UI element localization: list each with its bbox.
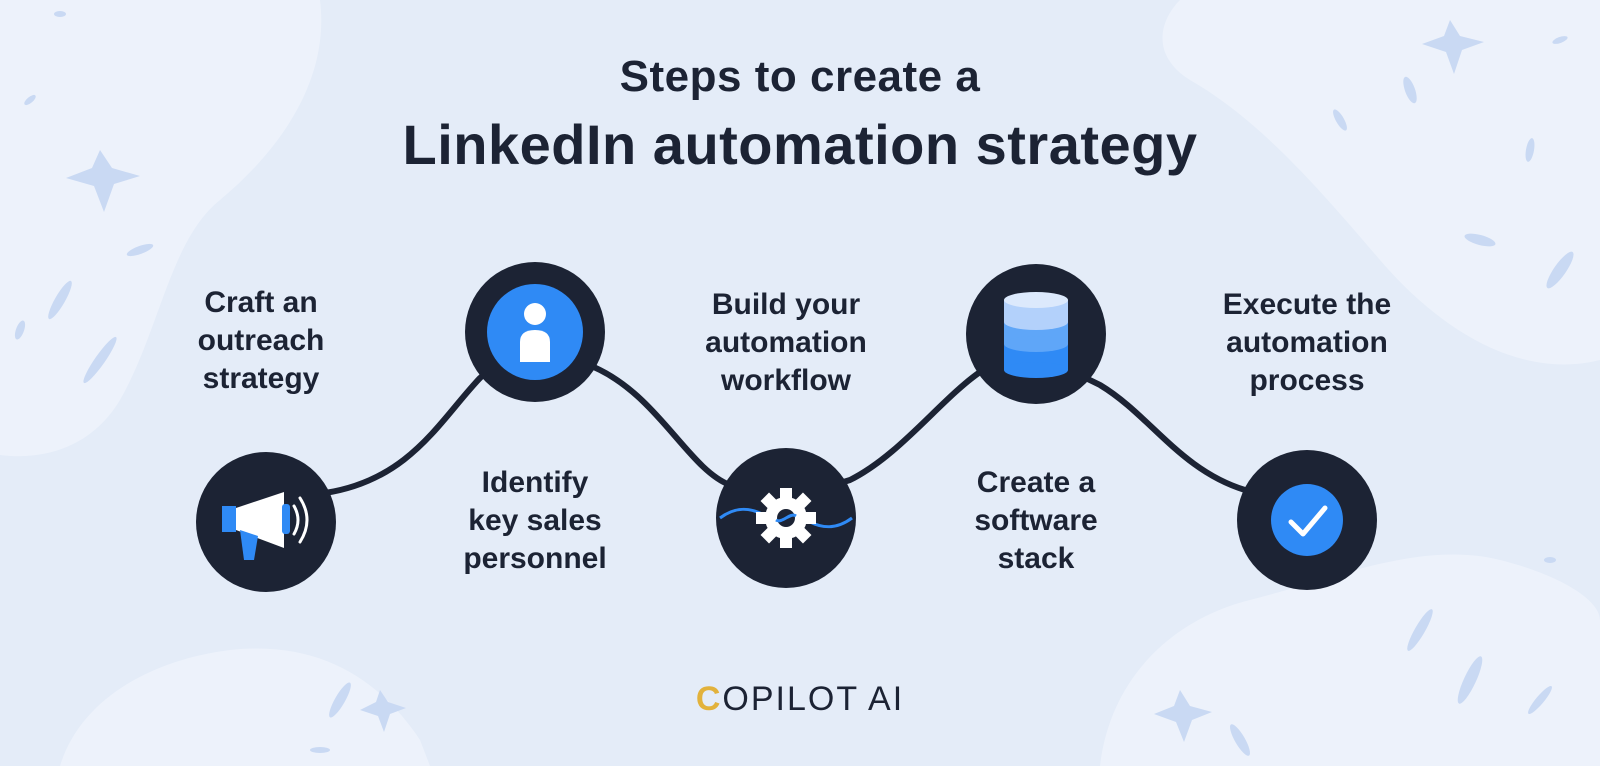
step-2-label: Identify key sales personnel — [463, 466, 607, 575]
database-icon — [1004, 292, 1068, 378]
step-5-node — [1237, 450, 1377, 590]
step-5-label: Execute the automation process — [1222, 288, 1392, 397]
person-icon — [487, 284, 583, 380]
title-line-2: LinkedIn automation strategy — [402, 113, 1198, 176]
megaphone-icon — [222, 492, 309, 560]
brand-logo: COPILOT AI — [0, 680, 1600, 719]
step-4-label: Create a software stack — [974, 466, 1098, 575]
step-3-label: Build your automation workflow — [705, 288, 867, 397]
title-line-1: Steps to create a — [619, 52, 981, 101]
step-1-node — [196, 452, 336, 592]
step-1-label: Craft an outreach strategy — [197, 286, 325, 395]
brand-logo-c: C — [695, 680, 723, 718]
step-3-node — [716, 448, 856, 588]
brand-logo-text: OPILOT AI — [722, 680, 905, 718]
checkmark-icon — [1271, 484, 1343, 556]
step-4-node — [966, 264, 1106, 404]
gear-icon — [719, 488, 853, 548]
step-2-node — [465, 262, 605, 402]
